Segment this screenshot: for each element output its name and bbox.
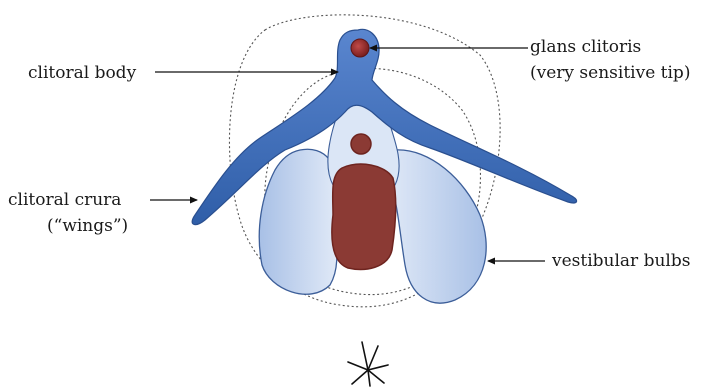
- glans-label-line1: glans clitoris: [530, 37, 641, 57]
- urethral-opening: [351, 134, 371, 154]
- crura-label-line1: clitoral crura: [8, 190, 121, 210]
- crura-label-line2: (“wings”): [47, 216, 128, 236]
- glans-label-line2: (very sensitive tip): [530, 63, 690, 83]
- vestibular-bulb-left: [259, 149, 337, 294]
- vestibular-bulb-right: [387, 150, 486, 303]
- glans-clitoris-dot: [351, 39, 369, 57]
- asterisk-sketch-icon: [348, 342, 388, 386]
- vestibular-bulbs-label: vestibular bulbs: [551, 251, 690, 271]
- clitoral-body-label: clitoral body: [28, 63, 137, 83]
- vaginal-opening: [332, 164, 396, 269]
